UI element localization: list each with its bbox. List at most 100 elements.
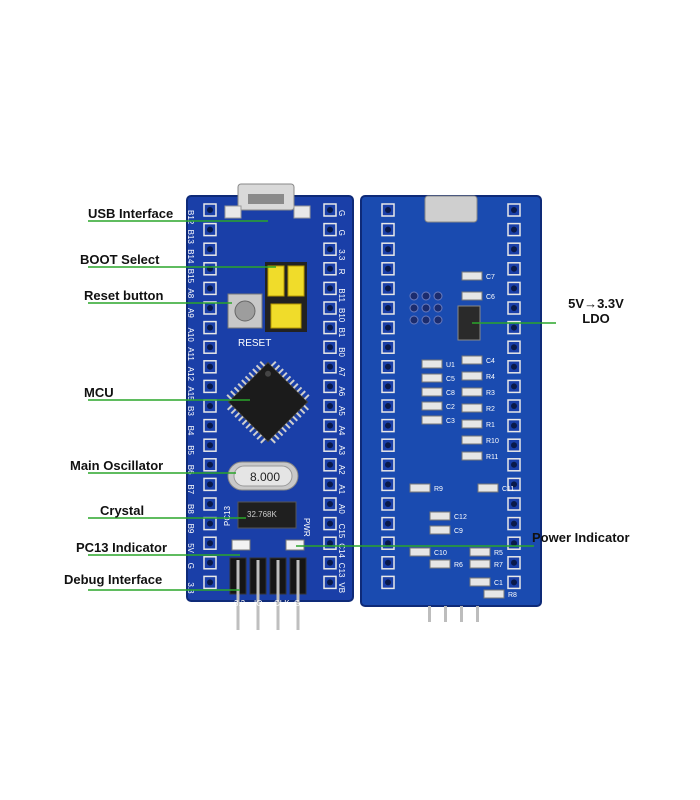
pin-label: A4 (337, 426, 346, 436)
pin-label: A8 (186, 288, 195, 298)
via (433, 303, 443, 313)
pin-label: B5 (186, 445, 195, 455)
smd-label: C10 (434, 550, 447, 557)
pin-hole (327, 520, 333, 527)
via (421, 303, 431, 313)
smd-part (461, 419, 483, 429)
smd-part (409, 547, 431, 557)
pin-label: A12 (186, 367, 195, 382)
via (421, 315, 431, 325)
pin-label: C15 (337, 524, 346, 539)
pin-label: A15 (186, 386, 195, 401)
pin-hole (385, 344, 391, 351)
smd-label: U1 (446, 362, 455, 369)
back-pin-leg (444, 606, 447, 622)
back-bottom-pins (428, 606, 479, 622)
pin-hole (511, 461, 517, 468)
smd-label: C6 (486, 294, 495, 301)
pin-label: G (337, 210, 346, 216)
smd-part (461, 403, 483, 413)
smd-label: R10 (486, 438, 499, 445)
pin-hole (385, 501, 391, 507)
pin-hole (511, 324, 517, 331)
usb-pad-right (293, 205, 311, 219)
smd-part (421, 387, 443, 397)
pin-hole (207, 540, 213, 547)
debug-pin-leg (296, 560, 300, 630)
pin-hole (385, 207, 391, 213)
pin-hole (511, 285, 517, 292)
debug-pin-leg (256, 560, 260, 630)
reset-button-label: Reset button (84, 288, 164, 303)
pin-hole (385, 305, 391, 311)
pin-label: B11 (337, 288, 346, 302)
smd-part (461, 271, 483, 281)
ldo-label-line1: 5V→3.3V (568, 296, 624, 311)
pin-hole (385, 520, 391, 527)
debug-pin-label: 3.3 (234, 599, 246, 608)
pin-hole (327, 559, 333, 566)
pin-hole (385, 226, 391, 233)
smd-part (469, 577, 491, 587)
pin-label: A11 (186, 347, 195, 361)
smd-label: R1 (486, 422, 495, 429)
pin-hole (511, 442, 517, 449)
pin-hole (207, 324, 213, 331)
pin-hole (385, 481, 391, 488)
pin-label: A0 (337, 504, 346, 514)
pin-label: A2 (337, 465, 346, 475)
pin-hole (385, 246, 391, 253)
usb-interface-label: USB Interface (88, 206, 174, 221)
smd-label: C5 (446, 376, 455, 383)
debug-pin-label: IO (254, 599, 262, 608)
smd-label: R7 (494, 562, 503, 569)
pin-hole (327, 324, 333, 331)
pin-label: B14 (186, 249, 195, 264)
via (433, 315, 443, 325)
pin-hole (385, 559, 391, 566)
smd-label: R6 (454, 562, 463, 569)
reset-button-cap (234, 300, 256, 322)
leader-lines (88, 220, 556, 591)
smd-part (461, 387, 483, 397)
ldo-label-line2: LDO (582, 311, 610, 326)
pin-hole (327, 481, 333, 488)
pin-hole (327, 501, 333, 507)
pin-hole (207, 520, 213, 527)
pin-hole (207, 403, 213, 409)
front-board: B12B13B14B15A8A9A10A11A12A15B3B4B5B6B7B8… (186, 183, 354, 630)
smd-label: C11 (502, 486, 514, 493)
pin-hole (511, 422, 517, 429)
power-indicator-label: Power Indicator (532, 530, 630, 545)
usb-back (424, 195, 478, 223)
smd-part (429, 511, 451, 521)
pc13-silk: PC13 (223, 505, 232, 526)
pin-label: B15 (186, 269, 195, 284)
debug-pin-label: CLK (274, 599, 290, 608)
smd-label: C3 (446, 418, 455, 425)
debug-pin-leg (236, 560, 240, 630)
front-left-pin-header: B12B13B14B15A8A9A10A11A12A15B3B4B5B6B7B8… (186, 203, 217, 594)
pin-hole (207, 383, 213, 390)
pin-hole (385, 324, 391, 331)
smd-label: R9 (434, 486, 443, 493)
front-right-pin-header: GG3.3RB11B10B1B0A7A6A5A4A3A2A1A0C15C14C1… (323, 203, 346, 593)
boot1-jumper (287, 265, 305, 297)
smd-part (421, 415, 443, 425)
pin-hole (385, 363, 391, 370)
pin-hole (511, 363, 517, 370)
pin-hole (385, 540, 391, 547)
pin-label: G (186, 563, 195, 569)
smd-part (461, 451, 483, 461)
pin-label: A10 (186, 328, 195, 343)
pin-hole (207, 285, 213, 292)
boot-jumper-lower (270, 303, 302, 329)
pin-hole (327, 540, 333, 547)
pin-label: A1 (337, 484, 346, 494)
pin-hole (327, 461, 333, 468)
pin-hole (207, 461, 213, 468)
back-pin-leg (460, 606, 463, 622)
pin-hole (327, 285, 333, 292)
smd-label: C4 (486, 358, 495, 365)
